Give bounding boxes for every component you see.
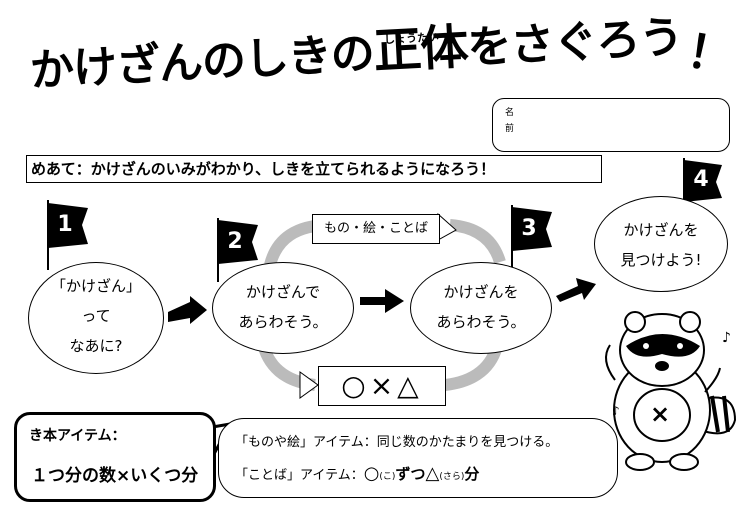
name-label-1: 名 <box>505 108 515 118</box>
items-line-2-prefix: 「ことば」アイテム： <box>235 468 364 483</box>
arrow-2-to-3 <box>360 289 404 313</box>
music-note-icon-2: ♪ <box>612 404 620 418</box>
step-3-line-1: かけざんを <box>443 283 519 301</box>
step-2-number: 2 <box>227 229 243 254</box>
step-2-bubble: かけざんで あらわそう。 <box>212 262 354 354</box>
step-3-number: 3 <box>521 216 537 241</box>
step-1-line-3: なあに? <box>69 337 123 355</box>
basic-item-heading: き本アイテム： <box>29 428 126 444</box>
step-1-number: 1 <box>57 212 73 237</box>
circle-symbol: ○ <box>363 463 380 484</box>
zutsu-text: ずつ <box>395 465 426 483</box>
items-detail-box: 「ものや絵」アイテム：同じ数のかたまりを見つける。 「ことば」アイテム：○(こ)… <box>218 418 618 498</box>
music-note-icon: ♪ <box>722 330 731 346</box>
cycle-arrow-top-head <box>437 212 457 241</box>
step-4-line-1: かけざんを <box>623 221 699 239</box>
step-3-bubble: かけざんを あらわそう。 <box>410 262 552 354</box>
step-1-line-1: 「かけざん」 <box>50 277 141 295</box>
step-2-line-1: かけざんで <box>245 283 321 301</box>
flag-3 <box>511 205 552 270</box>
step-4-line-2: 見つけよう! <box>620 251 702 269</box>
triangle-ruby: (さら) <box>439 472 465 482</box>
mascot-raccoon <box>605 311 737 471</box>
name-box[interactable]: 名 前 <box>492 98 730 152</box>
step-3-line-2: あらわそう。 <box>436 313 526 331</box>
step-1-bubble: 「かけざん」 って なあに? <box>28 262 164 374</box>
name-label-2: 前 <box>505 124 515 134</box>
triangle-symbol: △ <box>425 463 440 484</box>
step-1-line-2: って <box>81 307 111 325</box>
step-4-bubble: かけざんを 見つけよう! <box>594 196 728 292</box>
words-box: もの・絵・ことば <box>312 214 440 244</box>
arrow-1-to-2 <box>168 296 207 324</box>
items-line-2: 「ことば」アイテム：○(こ)ずつ△(さら)分 <box>235 463 479 484</box>
goal-statement: めあて：かけざんのいみがわかり、しきを立てられるようになろう！ <box>26 155 602 183</box>
arrow-3-to-4 <box>556 278 596 302</box>
basic-item-formula: １つ分の数×いくつ分 <box>31 466 199 486</box>
cycle-arrow-bottom-head <box>299 371 319 399</box>
items-line-1: 「ものや絵」アイテム：同じ数のかたまりを見つける。 <box>235 435 559 450</box>
symbols-box: ○×△ <box>318 366 446 406</box>
step-4-number: 4 <box>693 167 709 192</box>
flag-2 <box>217 218 258 282</box>
basic-item-callout: き本アイテム： １つ分の数×いくつ分 <box>14 412 216 502</box>
bun-text: 分 <box>464 465 480 483</box>
flag-1 <box>47 200 88 270</box>
circle-ruby: (こ) <box>379 472 396 482</box>
mascot-belly-cross: × <box>650 400 671 428</box>
cycle-arrow-top-right <box>449 219 506 264</box>
step-2-line-2: あらわそう。 <box>238 313 328 331</box>
